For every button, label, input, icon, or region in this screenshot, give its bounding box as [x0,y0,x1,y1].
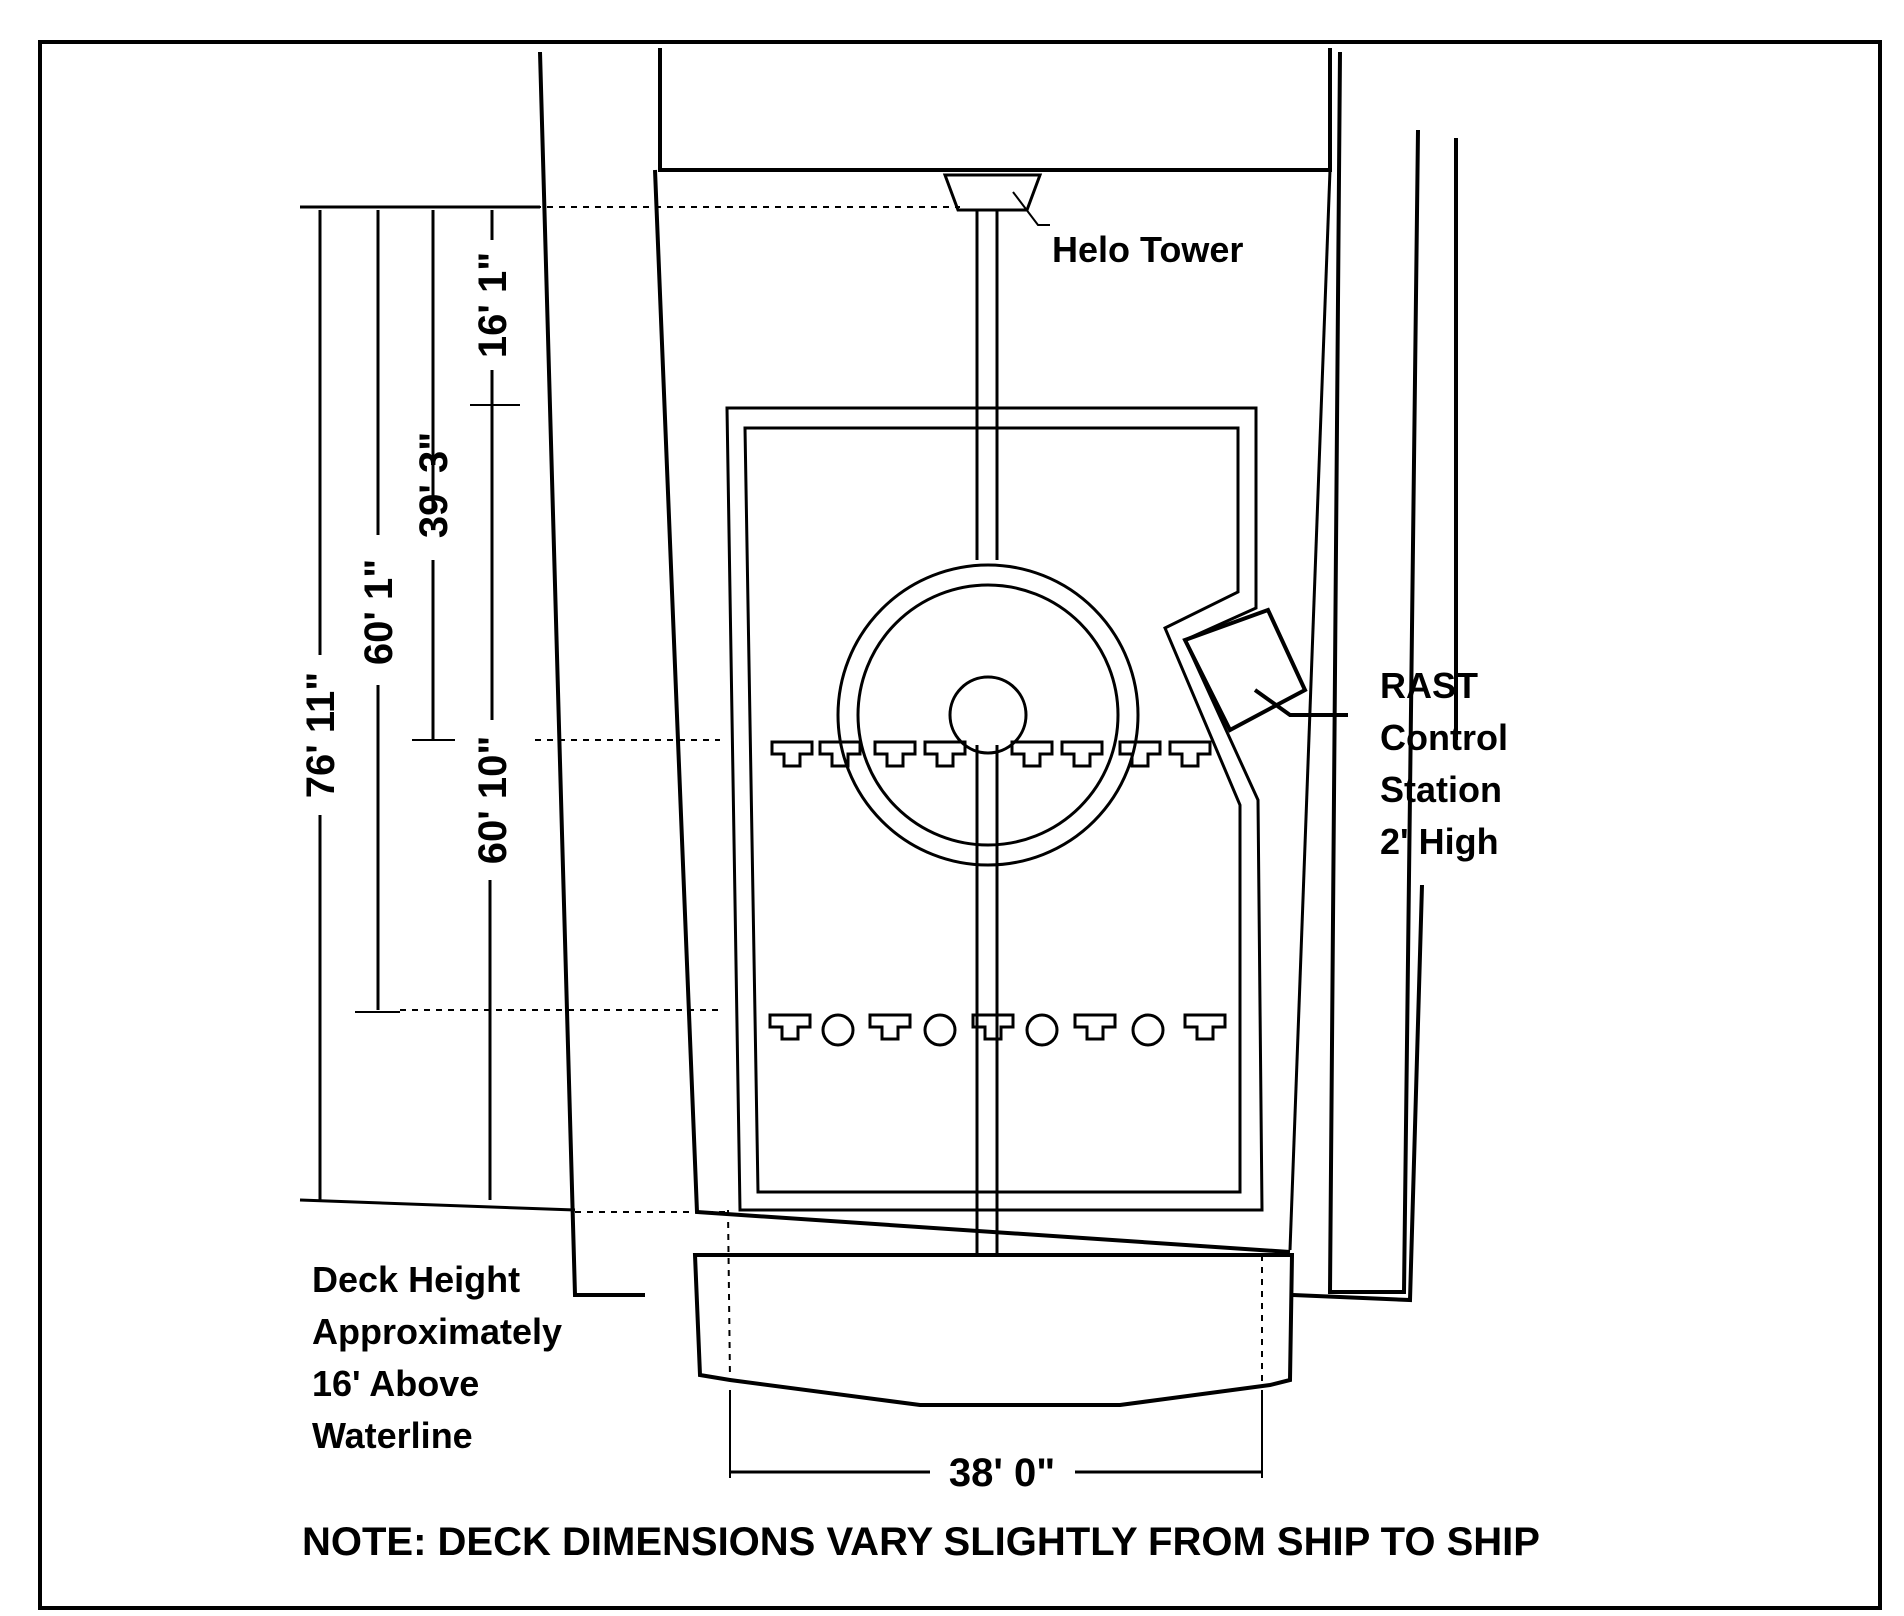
hull-outline [538,51,1458,1303]
dim-to-mid-line: 39' 3" [412,432,456,538]
reference-lines [400,206,960,1213]
rast-label-line-2: Control [1380,717,1508,758]
deck-height-line-4: Waterline [312,1415,473,1456]
deck-note: NOTE: DECK DIMENSIONS VARY SLIGHTLY FROM… [302,1520,1540,1564]
deck-height-line-3: 16' Above [312,1363,479,1404]
deck-height-line-2: Approximately [312,1311,562,1352]
tiedown-tee [923,740,967,768]
tiedown-tee [1183,1013,1227,1041]
landing-circle [836,563,1140,867]
rast-label-line-1: RAST [1380,665,1478,706]
deck-height-label: Deck Height Approximately 16' Above Wate… [312,1259,562,1456]
deck-centerline [975,210,999,1255]
tiedown-tee [873,740,917,768]
tiedown-ring [821,1013,855,1047]
tiedown-tee [818,740,862,768]
tiedown-ring [1131,1013,1165,1047]
tiedown-tee [1118,740,1162,768]
tiedown-row-aft [768,1013,1227,1047]
dim-deck-to-aft: 60' 10" [471,736,515,865]
deck-boundary [725,406,1264,1212]
tiedown-ring [923,1013,957,1047]
tiedown-tee [868,1013,912,1041]
tiedown-tee [1073,1013,1117,1041]
dim-tower-to-deck-edge: 16' 1" [471,252,515,358]
dim-to-aft-line: 60' 1" [357,559,401,665]
tiedown-tee [1010,740,1054,768]
tiedown-ring [1025,1013,1059,1047]
helo-tower-label: Helo Tower [1052,229,1243,270]
rast-control-station [1182,607,1348,733]
dimension-lines [299,205,1263,1478]
dim-overall-length: 76' 11" [299,672,343,798]
tiedown-row-mid [770,740,1212,768]
helo-tower [942,173,1050,226]
tiedown-tee [768,1013,812,1041]
dim-width: 38' 0" [949,1451,1055,1495]
tiedown-tee [971,1013,1015,1041]
diagram-frame [38,40,1882,1610]
tiedown-tee [1060,740,1104,768]
rast-label-line-4: 2' High [1380,821,1499,862]
tiedown-tee [1168,740,1212,768]
tiedown-tee [770,740,814,768]
rast-label: RAST Control Station 2' High [1380,665,1508,862]
rast-label-line-3: Station [1380,769,1502,810]
deck-height-line-1: Deck Height [312,1259,520,1300]
stern-transom [692,1209,1295,1407]
